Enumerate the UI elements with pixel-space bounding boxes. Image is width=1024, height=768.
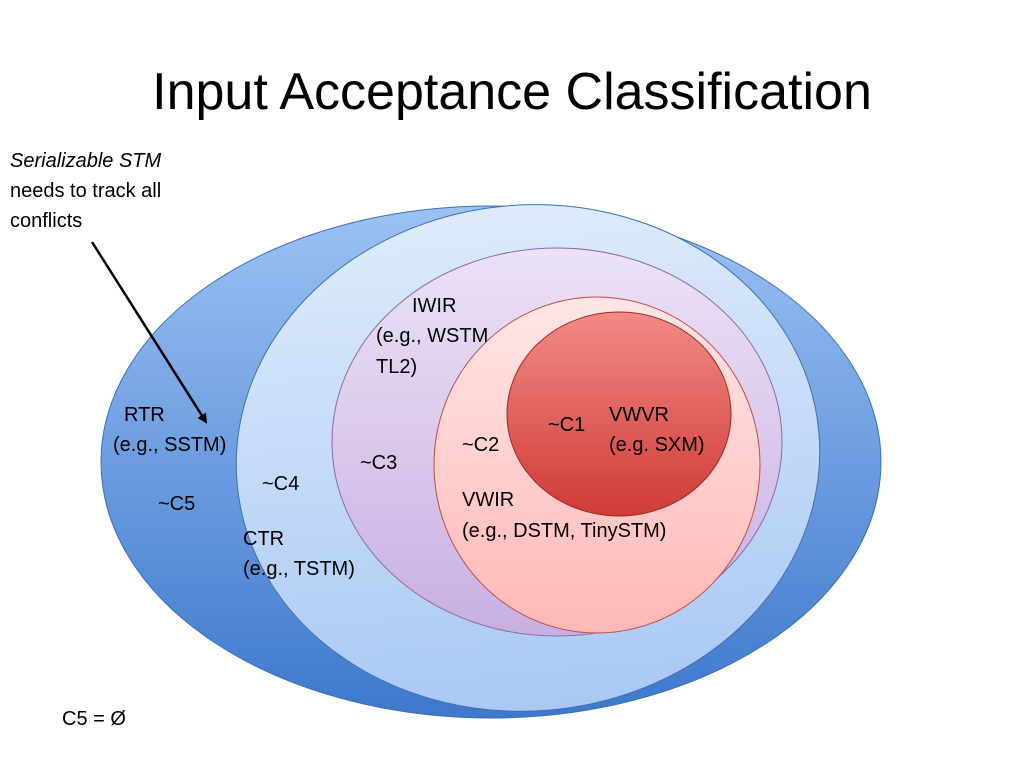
vwvr-label: VWVR	[609, 404, 669, 426]
vwvr-example: (e.g. SXM)	[609, 434, 705, 456]
ctr-label: CTR	[243, 528, 284, 550]
rtr-example: (e.g., SSTM)	[113, 434, 226, 456]
iwir-example-continued: TL2)	[376, 356, 417, 378]
note-line-3: conflicts	[10, 210, 83, 232]
vwir-example: (e.g., DSTM, TinySTM)	[462, 520, 666, 542]
note-line-2: needs to track all	[10, 180, 162, 202]
footer-note: C5 = Ø	[62, 708, 126, 730]
rtr-label: RTR	[124, 404, 165, 426]
rtr-complement: ~C5	[158, 493, 195, 515]
ctr-complement: ~C4	[262, 473, 299, 495]
vwvr-complement: ~C1	[548, 414, 585, 436]
iwir-complement: ~C3	[360, 452, 397, 474]
ctr-example: (e.g., TSTM)	[243, 558, 355, 580]
iwir-example: (e.g., WSTM	[376, 325, 488, 347]
annotation-note: Serializable STM needs to track all conf…	[10, 146, 161, 236]
vwir-complement: ~C2	[462, 434, 499, 456]
vwir-label: VWIR	[462, 489, 514, 511]
iwir-label: IWIR	[412, 295, 456, 317]
slide-title: Input Acceptance Classification	[152, 63, 872, 121]
vwvr-region	[506, 311, 732, 517]
pointer-arrow	[90, 241, 208, 424]
note-line-1: Serializable STM	[10, 150, 162, 172]
